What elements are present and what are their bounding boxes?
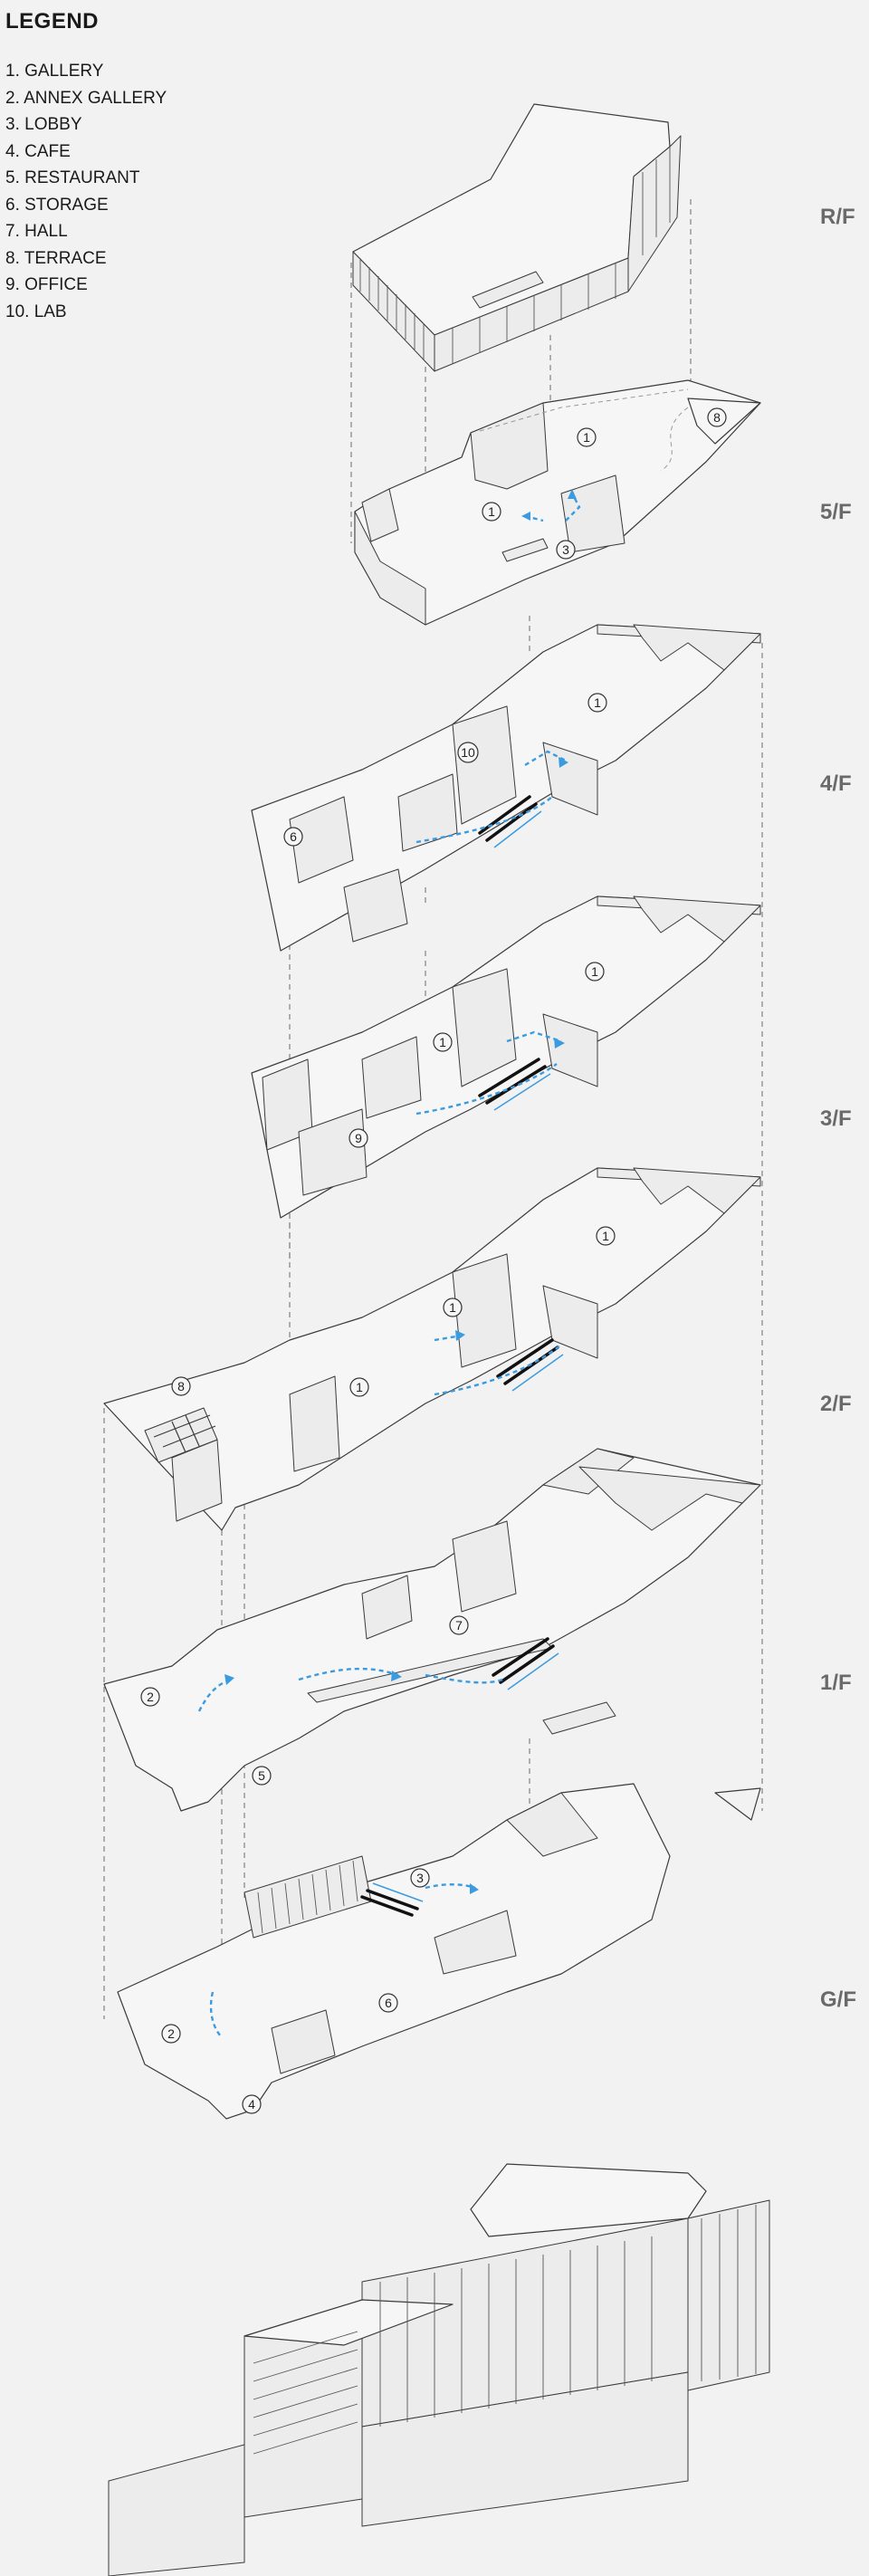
floor-3f bbox=[251, 895, 761, 1219]
stair-core-fragment bbox=[714, 1787, 761, 1821]
room-marker: 3 bbox=[410, 1868, 430, 1888]
room-marker-label: 2 bbox=[167, 2026, 175, 2041]
room-marker-label: 1 bbox=[449, 1300, 456, 1315]
legend-item: 3. LOBBY bbox=[5, 115, 82, 134]
room-marker-label: 7 bbox=[455, 1618, 463, 1633]
room-marker: 8 bbox=[171, 1376, 191, 1396]
legend-item: 10. LAB bbox=[5, 302, 67, 321]
room-marker: 1 bbox=[596, 1226, 616, 1246]
floor-label-5f: 5/F bbox=[820, 500, 852, 524]
legend: LEGEND 1. GALLERY 2. ANNEX GALLERY 3. LO… bbox=[5, 9, 167, 325]
room-marker: 2 bbox=[140, 1687, 160, 1707]
room-marker-label: 1 bbox=[356, 1380, 363, 1394]
terrace-skylight bbox=[144, 1407, 218, 1463]
floor-1f bbox=[103, 1448, 761, 1812]
room-marker: 4 bbox=[242, 2094, 262, 2114]
floor-label-3f: 3/F bbox=[820, 1106, 852, 1131]
room-marker-label: 1 bbox=[591, 964, 598, 979]
building-perspective bbox=[108, 2163, 770, 2576]
room-marker-label: 8 bbox=[177, 1379, 185, 1393]
legend-item: 4. CAFE bbox=[5, 141, 71, 161]
room-marker: 1 bbox=[443, 1298, 463, 1317]
room-marker-label: 6 bbox=[290, 829, 297, 844]
floor-label-1f: 1/F bbox=[820, 1671, 852, 1695]
room-marker: 9 bbox=[349, 1128, 368, 1148]
legend-item: 9. OFFICE bbox=[5, 275, 88, 294]
legend-item: 7. HALL bbox=[5, 222, 68, 241]
room-marker-label: 9 bbox=[355, 1131, 362, 1145]
legend-item: 5. RESTAURANT bbox=[5, 168, 140, 187]
room-marker-label: 8 bbox=[713, 410, 721, 425]
legend-item: 8. TERRACE bbox=[5, 248, 107, 268]
room-marker: 1 bbox=[585, 962, 605, 982]
room-marker-label: 6 bbox=[385, 1996, 392, 2010]
legend-item: 1. GALLERY bbox=[5, 62, 104, 81]
floor-4f bbox=[251, 624, 761, 952]
building-facade-lines bbox=[253, 2205, 757, 2455]
room-marker: 5 bbox=[252, 1766, 272, 1786]
legend-item: 6. STORAGE bbox=[5, 195, 109, 215]
room-marker-label: 2 bbox=[147, 1690, 154, 1704]
floor-gf bbox=[117, 1783, 761, 2120]
room-marker-label: 5 bbox=[258, 1768, 265, 1783]
floor-5f bbox=[354, 379, 761, 626]
room-marker: 3 bbox=[556, 540, 576, 560]
room-marker-label: 1 bbox=[488, 504, 495, 519]
outdoor-stair bbox=[542, 1701, 616, 1735]
floor-label-rf: R/F bbox=[820, 205, 855, 229]
room-marker: 8 bbox=[707, 407, 727, 427]
skylight bbox=[472, 271, 544, 309]
room-number-markers: 1 1 3 8 1 10 6 1 1 9 1 1 1 8 7 2 5 3 6 2… bbox=[140, 407, 727, 2114]
room-marker: 6 bbox=[378, 1993, 398, 2013]
room-marker: 2 bbox=[161, 2024, 181, 2044]
legend-list: 1. GALLERY 2. ANNEX GALLERY 3. LOBBY 4. … bbox=[5, 58, 167, 325]
room-marker: 6 bbox=[283, 827, 303, 847]
room-marker: 1 bbox=[482, 502, 501, 522]
room-marker: 1 bbox=[349, 1377, 369, 1397]
room-marker-label: 3 bbox=[416, 1871, 424, 1885]
roof-level bbox=[352, 103, 682, 372]
room-marker-label: 1 bbox=[439, 1035, 446, 1049]
room-marker: 1 bbox=[587, 693, 607, 713]
room-marker-label: 1 bbox=[602, 1229, 609, 1243]
roof-facade-fins bbox=[359, 147, 671, 364]
floor-2f bbox=[103, 1167, 761, 1531]
legend-title: LEGEND bbox=[5, 9, 100, 34]
room-marker-label: 3 bbox=[562, 542, 569, 557]
room-marker: 7 bbox=[449, 1615, 469, 1635]
room-marker: 1 bbox=[433, 1032, 453, 1052]
room-marker-label: 1 bbox=[594, 695, 601, 710]
floor-label-gf: G/F bbox=[820, 1987, 856, 2012]
floor-label-2f: 2/F bbox=[820, 1392, 852, 1416]
room-marker: 1 bbox=[577, 427, 597, 447]
room-marker-label: 1 bbox=[583, 430, 590, 445]
floor-label-4f: 4/F bbox=[820, 771, 852, 796]
room-marker-label: 4 bbox=[248, 2097, 255, 2112]
legend-item: 2. ANNEX GALLERY bbox=[5, 88, 167, 108]
room-marker-label: 10 bbox=[461, 745, 475, 760]
room-marker: 10 bbox=[457, 742, 479, 763]
